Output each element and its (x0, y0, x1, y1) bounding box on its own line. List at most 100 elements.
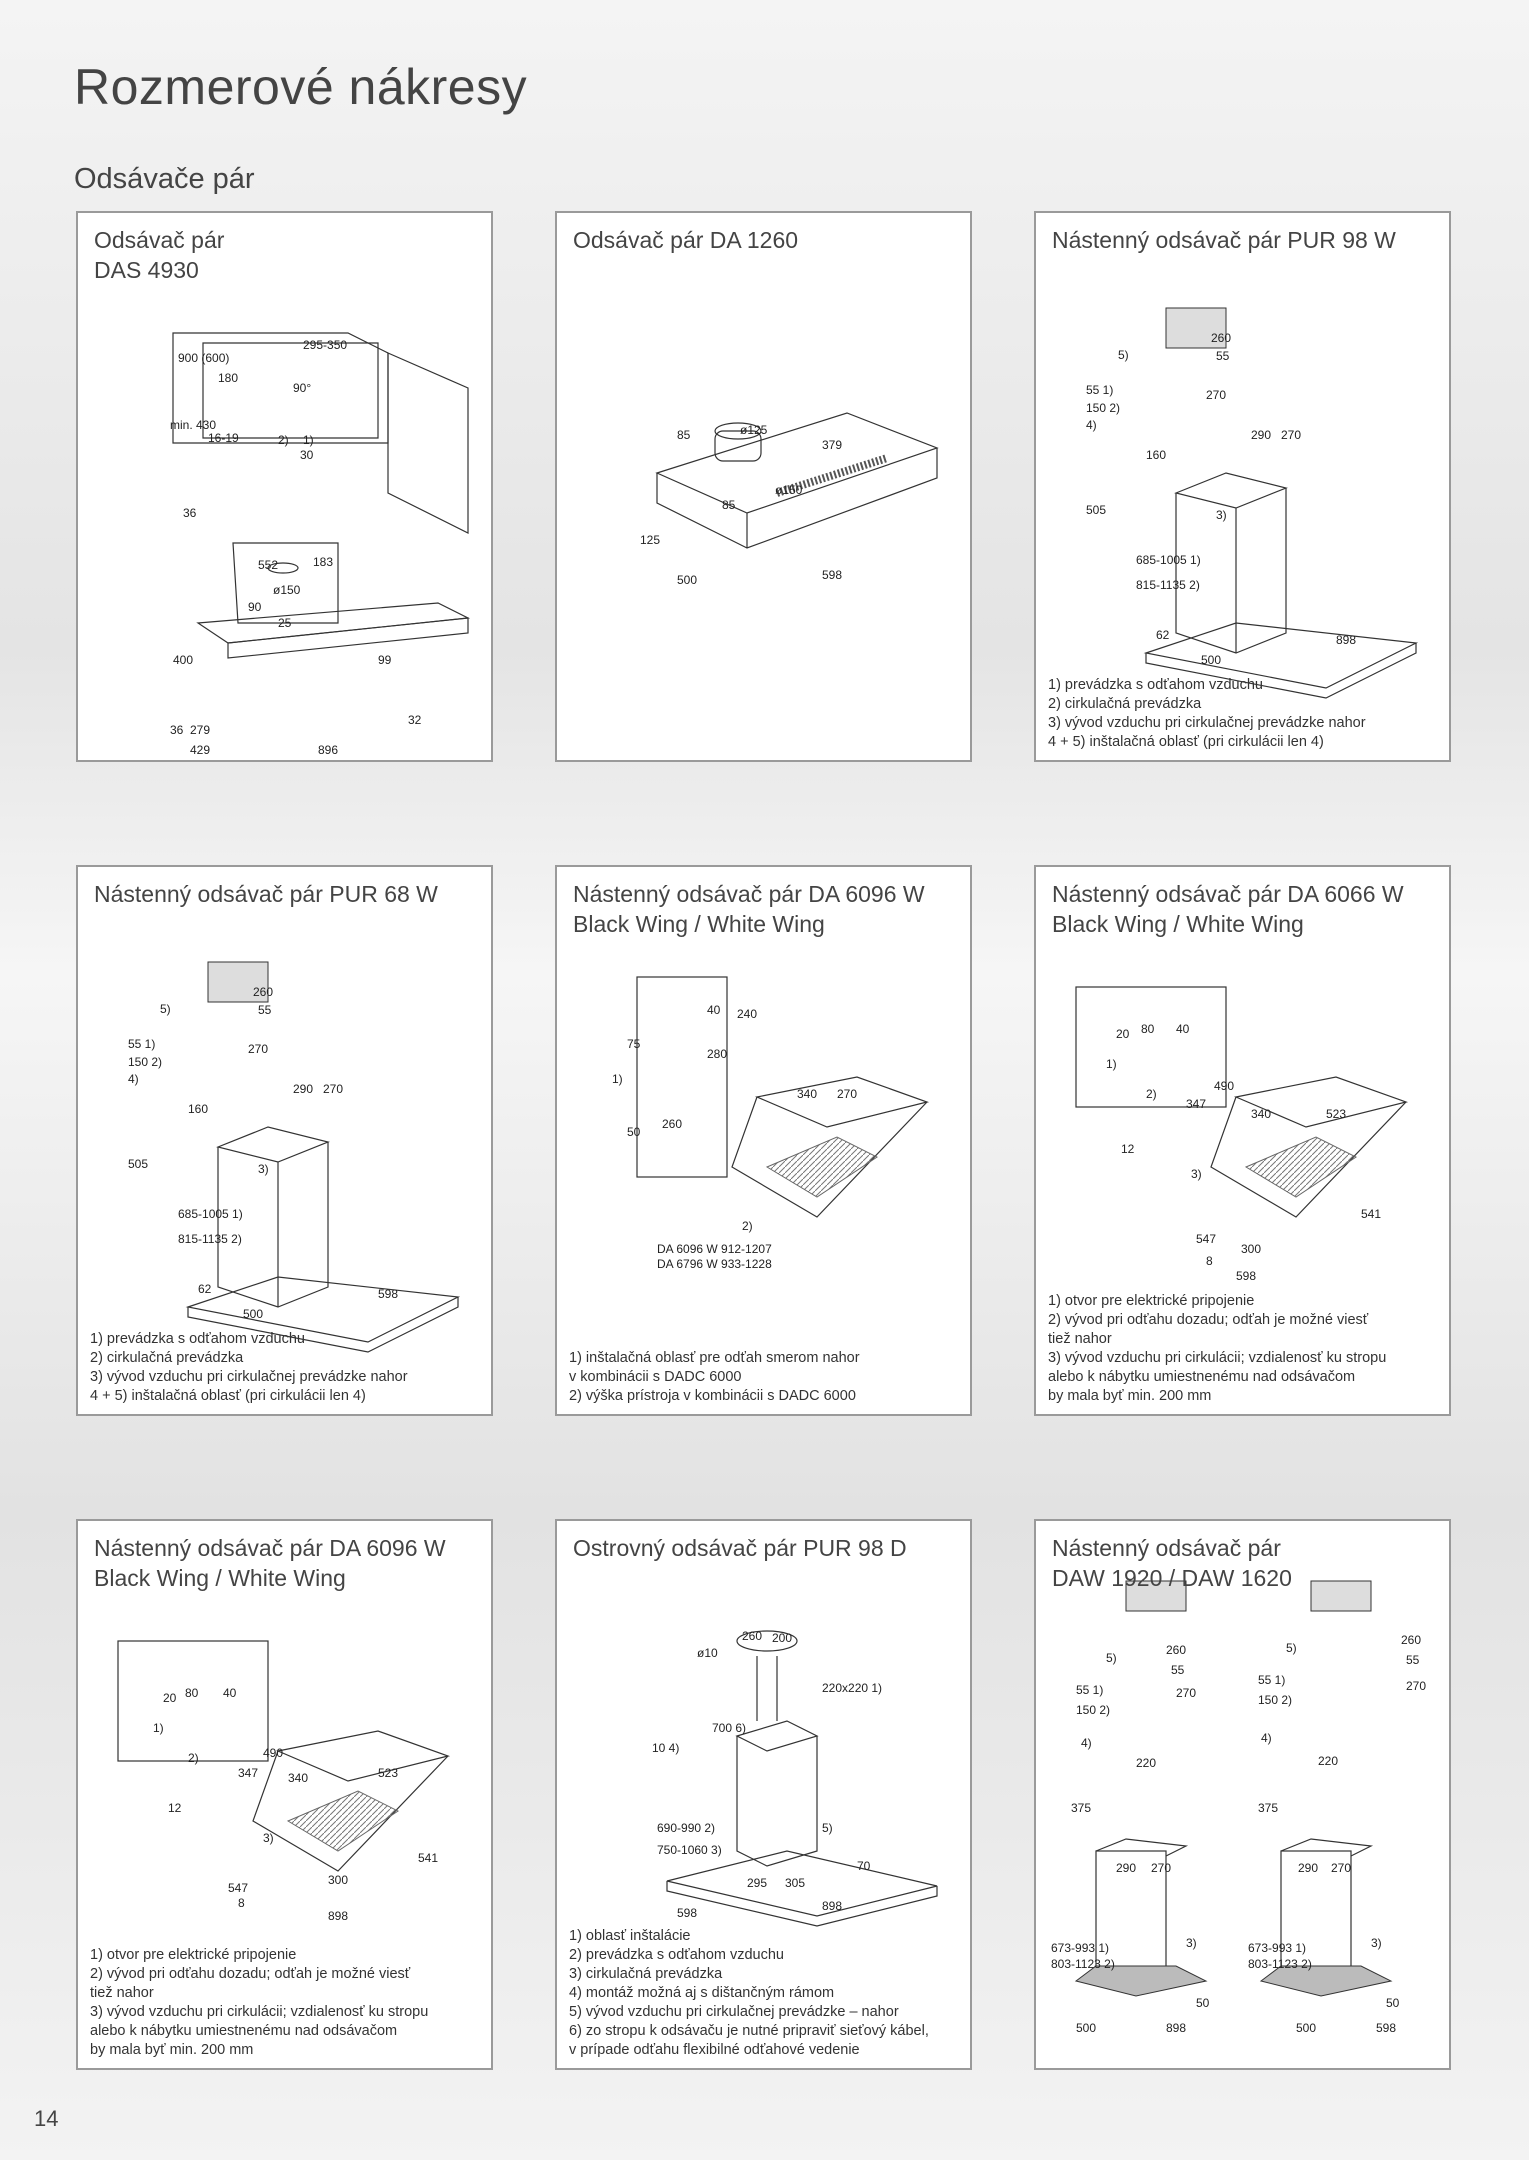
dimension-label: 898 (1336, 633, 1357, 647)
dimension-label: 70 (857, 1859, 871, 1873)
dimension-label: 673-993 1) (1051, 1941, 1110, 1955)
footnote: 3) vývod vzduchu pri cirkulačnej prevádz… (90, 1369, 408, 1385)
dimension-label: 32 (408, 713, 422, 727)
dimension-label: 700 6) (712, 1721, 747, 1735)
dimension-label: 2) (278, 433, 289, 447)
dimension-label: 898 (1166, 2021, 1187, 2035)
dimension-label: 598 (677, 1906, 698, 1920)
dimension-label: 685-1005 1) (1136, 553, 1201, 567)
dimension-label: 183 (313, 555, 334, 569)
panel-title: Nástenný odsávač pár DA 6066 W Black Win… (1052, 881, 1404, 937)
footnote: 2) cirkulačná prevádzka (90, 1350, 244, 1366)
dimension-label: 505 (1086, 503, 1107, 517)
dimension-label: 523 (378, 1766, 399, 1780)
footnote: 2) cirkulačná prevádzka (1048, 696, 1202, 712)
dimension-label: DA 6796 W 933-1228 (657, 1257, 772, 1271)
dimension-label: 260 (662, 1117, 683, 1131)
dimension-label: 62 (1156, 628, 1170, 642)
dimension-label: 5) (1286, 1641, 1297, 1655)
dimension-label: 552 (258, 558, 279, 572)
dimension-label: 270 (1331, 1861, 1352, 1875)
dimension-label: 3) (1371, 1936, 1382, 1950)
drawing-panel: Nástenný odsávač pár DAW 1920 / DAW 1620… (1034, 1519, 1451, 2070)
footnote: 3) vývod vzduchu pri cirkulácii; vzdiale… (1048, 1350, 1387, 1404)
dimension-label: 99 (378, 653, 392, 667)
dimension-label: 347 (238, 1766, 259, 1780)
dimension-label: 260 (1166, 1643, 1187, 1657)
dimension-label: 547 (228, 1881, 249, 1895)
dimension-label: 375 (1258, 1801, 1279, 1815)
dimension-label: 180 (218, 371, 239, 385)
dimension-label: 750-1060 3) (657, 1843, 722, 1857)
footnote: 1) otvor pre elektrické pripojenie (1048, 1293, 1255, 1309)
dimension-label: 90° (293, 381, 312, 395)
dimension-label: 295-350 (303, 338, 348, 352)
dimension-drawing (1074, 1580, 1393, 1997)
dimension-drawing (636, 976, 930, 1218)
footnote: 1) oblasť inštalácie (569, 1928, 691, 1944)
dimension-label: 160 (1146, 448, 1167, 462)
dimension-label: 505 (128, 1157, 149, 1171)
dimension-label: 40 (1176, 1022, 1190, 1036)
dimension-label: 80 (1141, 1022, 1155, 1036)
dimension-label: 4) (128, 1072, 139, 1086)
dimension-label: 260 (1401, 1633, 1422, 1647)
dimension-label: 340 (288, 1771, 309, 1785)
dimension-label: 55 1) (1258, 1673, 1286, 1687)
dimension-label: 50 (627, 1125, 641, 1139)
dimension-label: 125 (640, 533, 661, 547)
dimension-label: 541 (418, 1851, 439, 1865)
footnotes: 1) oblasť inštalácie 2) prevádzka s odťah… (569, 1927, 929, 2060)
dimension-label: 896 (318, 743, 339, 757)
dimension-label: 5) (1106, 1651, 1117, 1665)
dimension-label: 500 (677, 573, 698, 587)
dimension-label: ø150 (775, 483, 803, 497)
dimension-label: 4) (1081, 1736, 1092, 1750)
dimension-label: 685-1005 1) (178, 1207, 243, 1221)
dimension-label: 4) (1261, 1731, 1272, 1745)
footnote: 2) vývod pri odťahu dozadu; odťah je mož… (90, 1966, 411, 2001)
dimension-label: 490 (263, 1746, 284, 1760)
footnote: 1) prevádzka s odťahom vzduchu (1048, 677, 1264, 693)
dimension-label: 500 (1201, 653, 1222, 667)
dimension-label: 90 (248, 600, 262, 614)
dimension-label: 75 (627, 1037, 641, 1051)
dimension-label: 20 (1116, 1027, 1130, 1041)
dimension-label: 300 (328, 1873, 349, 1887)
dimension-label: 55 1) (1086, 383, 1114, 397)
dimension-label: 523 (1326, 1107, 1347, 1121)
dimension-label: 598 (822, 568, 843, 582)
footnote: 3) cirkulačná prevádzka (569, 1966, 723, 1982)
drawing-panel: Nástenný odsávač pár DA 6096 W Black Win… (555, 865, 972, 1416)
dimension-label: 270 (1151, 1861, 1172, 1875)
footnotes: 1) prevádzka s odťahom vzduchu 2) cirkula… (1048, 676, 1366, 752)
dimension-label: 5) (1118, 348, 1129, 362)
footnote: 2) prevádzka s odťahom vzduchu (569, 1947, 785, 1963)
footnote: 3) vývod vzduchu pri cirkulačnej prevádz… (1048, 715, 1366, 731)
dimension-label: 55 (1216, 349, 1230, 363)
dimension-label: 270 (1206, 388, 1227, 402)
dimension-label: 50 (1386, 1996, 1400, 2010)
dimension-label: 270 (323, 1082, 344, 1096)
page-title: Rozmerové nákresy (74, 59, 528, 115)
dimension-drawing (655, 412, 939, 549)
dimension-label: 260 (1211, 331, 1232, 345)
dimension-label: 50 (1196, 1996, 1210, 2010)
dimension-label: 2) (1146, 1087, 1157, 1101)
dimension-label: 62 (198, 1282, 212, 1296)
dimension-label: 379 (822, 438, 843, 452)
dimension-label: 16-19 (208, 431, 239, 445)
dimension-label: 30 (300, 448, 314, 462)
dimension-label: 803-1123 2) (1248, 1957, 1312, 1971)
drawing-panel: Nástenný odsávač pár DA 6066 W Black Win… (1034, 865, 1451, 1416)
dimension-label: 290 (1116, 1861, 1137, 1875)
dimension-label: 160 (188, 1102, 209, 1116)
dimension-label: 260 (742, 1629, 763, 1643)
dimension-label: 200 (772, 1631, 793, 1645)
dimension-label: 340 (1251, 1107, 1272, 1121)
dimension-label: 150 2) (1076, 1703, 1111, 1717)
dimension-label: 815-1135 2) (1136, 578, 1200, 592)
dimension-label: 10 4) (652, 1741, 680, 1755)
